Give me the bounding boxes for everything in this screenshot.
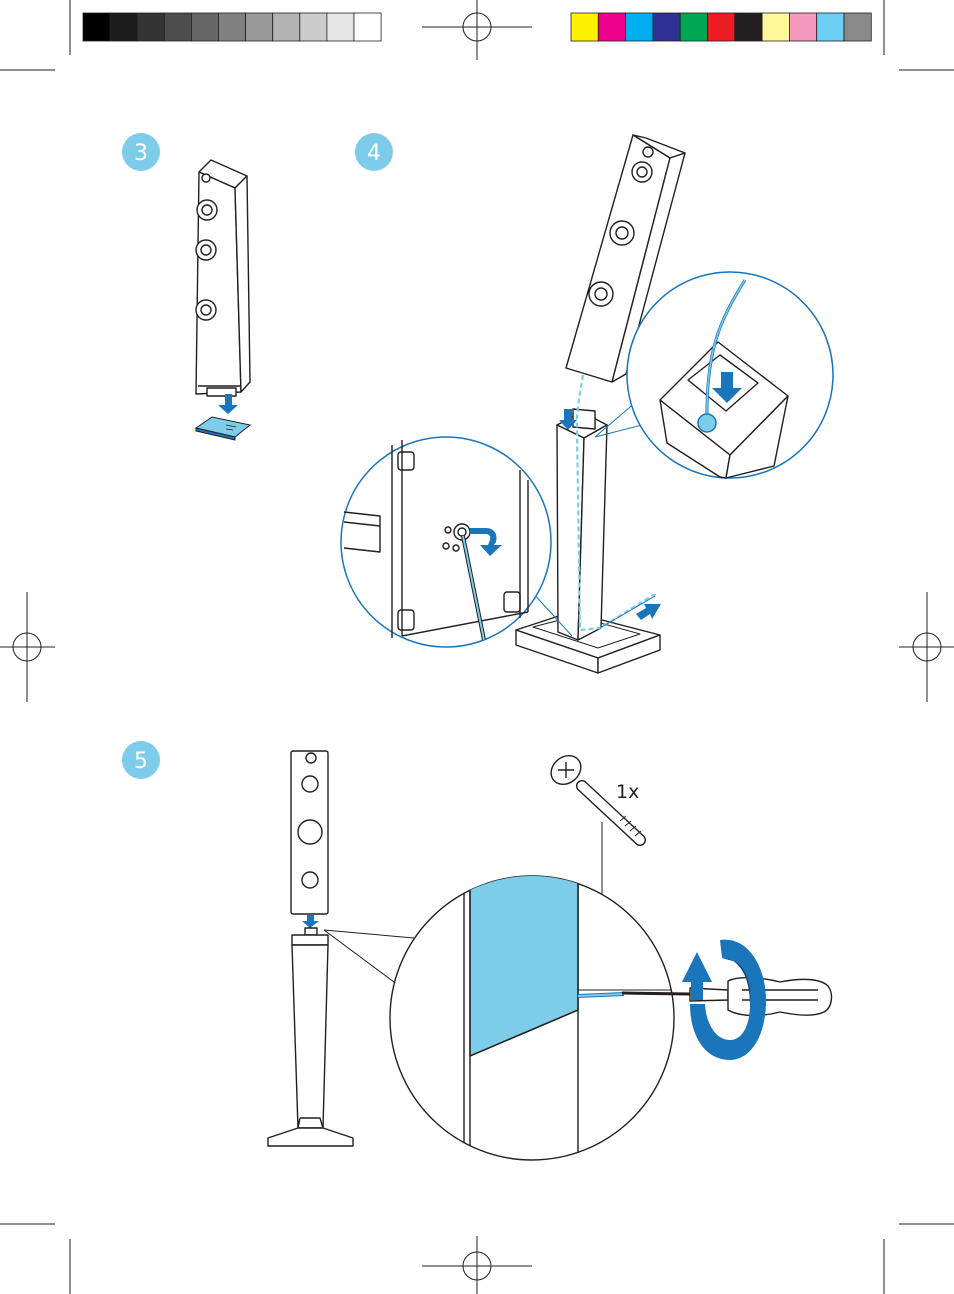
color-swatch	[817, 13, 844, 41]
step-3-speaker-illustration	[196, 160, 250, 396]
grayscale-swatch	[327, 13, 354, 41]
step-number: 5	[134, 749, 148, 774]
step-number: 3	[134, 141, 148, 166]
arrow-down-icon	[302, 915, 319, 928]
step-3-badge: 3	[122, 133, 160, 171]
grayscale-swatch	[110, 13, 137, 41]
color-swatch	[762, 13, 789, 41]
step-5-badge: 5	[122, 741, 160, 779]
detail-callout-bottom	[324, 870, 680, 1170]
color-swatch	[789, 13, 816, 41]
grayscale-swatch	[164, 13, 191, 41]
grayscale-swatch	[191, 13, 218, 41]
color-swatch	[844, 13, 871, 41]
detail-callout-left	[341, 437, 572, 647]
color-swatch	[708, 13, 735, 41]
grayscale-swatch	[137, 13, 164, 41]
registration-mark-icon	[899, 592, 954, 702]
arrow-down-icon	[218, 394, 238, 414]
color-swatch	[680, 13, 707, 41]
color-swatch	[571, 13, 598, 41]
grayscale-swatch	[273, 13, 300, 41]
screw-quantity-label: 1x	[616, 781, 639, 803]
color-swatch	[598, 13, 625, 41]
registration-mark-icon	[422, 1236, 532, 1294]
grayscale-swatch	[219, 13, 246, 41]
registration-mark-icon	[422, 0, 532, 60]
step-4-badge: 4	[355, 133, 393, 171]
step-5-speaker-illustration	[291, 751, 328, 914]
color-swatch	[653, 13, 680, 41]
grayscale-calibration-bar	[83, 13, 381, 41]
grayscale-swatch	[354, 13, 381, 41]
registration-mark-icon	[0, 592, 55, 702]
color-calibration-bar	[571, 13, 871, 41]
grayscale-swatch	[83, 13, 110, 41]
grayscale-swatch	[300, 13, 327, 41]
color-swatch	[626, 13, 653, 41]
grayscale-swatch	[246, 13, 273, 41]
arrow-right-icon	[636, 604, 661, 620]
speaker-stand	[268, 928, 353, 1146]
color-swatch	[735, 13, 762, 41]
step-number: 4	[367, 141, 381, 166]
cover-plate	[196, 417, 250, 440]
